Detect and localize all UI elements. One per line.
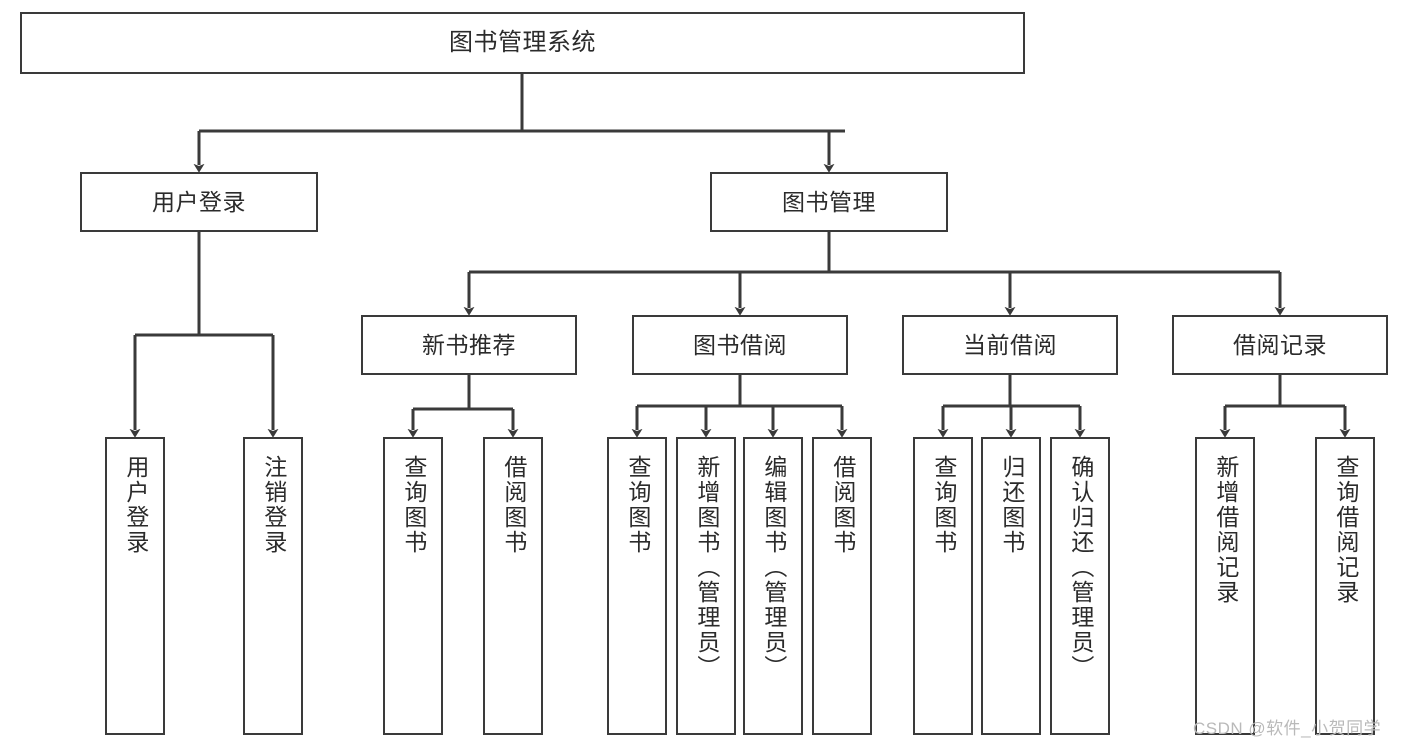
leaf-user-login-signin[interactable]: 用户登录: [105, 437, 165, 735]
leaf-borrow-borrow-book[interactable]: 借阅图书: [812, 437, 872, 735]
leaf-record-add-record[interactable]: 新增借阅记录: [1195, 437, 1255, 735]
node-label: 新增借阅记录: [1212, 455, 1239, 605]
leaf-current-query-book[interactable]: 查询图书: [913, 437, 973, 735]
node-label: 图书借阅: [693, 331, 787, 358]
node-label: 借阅图书: [829, 455, 856, 555]
node-label: 新增图书（管理员）: [693, 455, 720, 680]
node-label: 编辑图书（管理员）: [760, 455, 787, 680]
node-label: 确认归还（管理员）: [1067, 455, 1094, 680]
leaf-current-return-book[interactable]: 归还图书: [981, 437, 1041, 735]
node-book-management[interactable]: 图书管理: [710, 172, 948, 232]
node-label: 用户登录: [122, 455, 149, 555]
node-label: 图书管理系统: [449, 29, 596, 57]
leaf-recommend-query-book[interactable]: 查询图书: [383, 437, 443, 735]
node-label: 注销登录: [260, 455, 287, 555]
node-label: 借阅记录: [1233, 331, 1327, 358]
leaf-borrow-edit-book[interactable]: 编辑图书（管理员）: [743, 437, 803, 735]
leaf-user-login-signout[interactable]: 注销登录: [243, 437, 303, 735]
node-borrow-record[interactable]: 借阅记录: [1172, 315, 1388, 375]
node-label: 当前借阅: [963, 331, 1057, 358]
node-label: 查询借阅记录: [1332, 455, 1359, 605]
node-label: 查询图书: [930, 455, 957, 555]
node-new-book-recommend[interactable]: 新书推荐: [361, 315, 577, 375]
leaf-record-query-record[interactable]: 查询借阅记录: [1315, 437, 1375, 735]
node-root-system[interactable]: 图书管理系统: [20, 12, 1025, 74]
node-label: 新书推荐: [422, 331, 516, 358]
node-current-borrow[interactable]: 当前借阅: [902, 315, 1118, 375]
csdn-watermark: CSDN @软件_小贺同学: [1193, 719, 1382, 738]
node-book-borrow[interactable]: 图书借阅: [632, 315, 848, 375]
leaf-borrow-query-book[interactable]: 查询图书: [607, 437, 667, 735]
node-label: 查询图书: [400, 455, 427, 555]
node-label: 归还图书: [998, 455, 1025, 555]
node-label: 查询图书: [624, 455, 651, 555]
leaf-recommend-borrow-book[interactable]: 借阅图书: [483, 437, 543, 735]
leaf-borrow-add-book[interactable]: 新增图书（管理员）: [676, 437, 736, 735]
leaf-current-confirm-return[interactable]: 确认归还（管理员）: [1050, 437, 1110, 735]
node-label: 图书管理: [782, 188, 876, 215]
node-user-login[interactable]: 用户登录: [80, 172, 318, 232]
node-label: 借阅图书: [500, 455, 527, 555]
node-label: 用户登录: [152, 188, 246, 215]
